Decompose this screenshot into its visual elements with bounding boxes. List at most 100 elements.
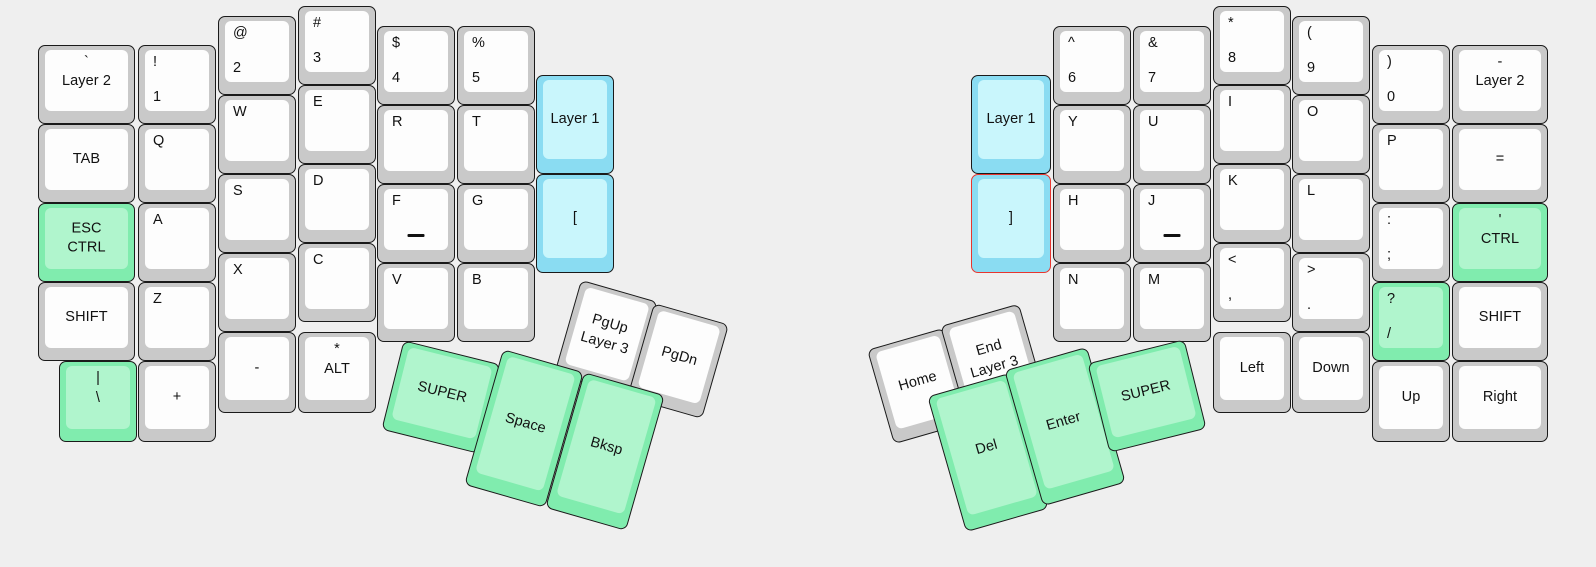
key-legend-top: Y [1068,114,1078,130]
key-key[interactable]: |\ [59,361,137,442]
key-h[interactable]: H [1053,184,1131,263]
key-legend-center: Bksp [588,433,625,459]
key-5[interactable]: %5 [457,26,535,105]
key-key[interactable]: + [138,361,216,442]
key-legend-top: % [472,35,485,51]
key-layer-2[interactable]: -Layer 2 [1452,45,1548,124]
key-ctrl[interactable]: 'CTRL [1452,203,1548,282]
key-shift[interactable]: SHIFT [1452,282,1548,361]
key-legend-bottom: 1 [153,89,162,106]
key-8[interactable]: *8 [1213,6,1291,85]
key-legend-top: P [1387,133,1397,149]
key-legend-center: SHIFT [1478,308,1522,325]
key-layer-1[interactable]: Layer 1 [536,75,614,174]
key-f[interactable]: F [377,184,455,263]
key-key[interactable]: - [218,332,296,413]
keycap: G [464,189,528,250]
key-legend-top: D [313,173,324,189]
key-legend-center: Down [1312,359,1350,376]
key-alt[interactable]: *ALT [298,332,376,413]
key-tab[interactable]: TAB [38,124,135,203]
key-n[interactable]: N [1053,263,1131,342]
key-key[interactable]: :; [1372,203,1450,282]
key-legend-top: & [1148,35,1158,51]
key-legend-center: ESC CTRL [67,219,106,256]
key-legend-bottom: / [1387,326,1392,343]
keycap: ESC CTRL [45,208,128,269]
key-key[interactable]: <, [1213,243,1291,322]
key-key[interactable]: ?/ [1372,282,1450,361]
key-legend-top: ) [1387,54,1392,70]
key-legend-bottom: 4 [392,70,401,87]
keycap: #3 [305,11,369,72]
key-legend-top: F [392,193,401,209]
key-legend-top: E [313,94,323,110]
key-s[interactable]: S [218,174,296,253]
keycap: <, [1220,248,1284,309]
key-z[interactable]: Z [138,282,216,361]
key-p[interactable]: P [1372,124,1450,203]
key-key[interactable]: = [1452,124,1548,203]
key-7[interactable]: &7 [1133,26,1211,105]
thumb-key-super[interactable]: SUPER [1087,339,1207,453]
key-legend-top: * [1228,15,1234,31]
key-t[interactable]: T [457,105,535,184]
keycap: W [225,100,289,161]
keycap: `Layer 2 [45,50,128,111]
key-a[interactable]: A [138,203,216,282]
key-legend-center: ALT [324,360,350,377]
key-legend-top: X [233,262,243,278]
keycap: @2 [225,21,289,82]
key-legend-top: W [233,104,247,120]
keycap: E [305,90,369,151]
key-0[interactable]: )0 [1372,45,1450,124]
key-key[interactable]: >. [1292,253,1370,332]
key-down[interactable]: Down [1292,332,1370,413]
key-layer-1[interactable]: Layer 1 [971,75,1051,174]
key-l[interactable]: L [1292,174,1370,253]
keycap: L [1299,179,1363,240]
key-b[interactable]: B [457,263,535,342]
key-v[interactable]: V [377,263,455,342]
key-w[interactable]: W [218,95,296,174]
key-g[interactable]: G [457,184,535,263]
key-i[interactable]: I [1213,85,1291,164]
key-o[interactable]: O [1292,95,1370,174]
keycap: C [305,248,369,309]
keycap: |\ [66,366,130,429]
key-key[interactable]: [ [536,174,614,273]
keycap: K [1220,169,1284,230]
key-left[interactable]: Left [1213,332,1291,413]
key-m[interactable]: M [1133,263,1211,342]
key-1[interactable]: !1 [138,45,216,124]
key-legend-bottom: 0 [1387,89,1396,106]
key-2[interactable]: @2 [218,16,296,95]
key-legend-center: Layer 1 [550,110,600,127]
key-esc-ctrl[interactable]: ESC CTRL [38,203,135,282]
key-up[interactable]: Up [1372,361,1450,442]
key-d[interactable]: D [298,164,376,243]
key-key[interactable]: ] [971,174,1051,273]
key-shift[interactable]: SHIFT [38,282,135,361]
key-r[interactable]: R [377,105,455,184]
key-legend-top: C [313,252,324,268]
key-q[interactable]: Q [138,124,216,203]
key-layer-2[interactable]: `Layer 2 [38,45,135,124]
key-c[interactable]: C [298,243,376,322]
keycap: ] [978,179,1044,258]
key-right[interactable]: Right [1452,361,1548,442]
key-9[interactable]: (9 [1292,16,1370,95]
key-x[interactable]: X [218,253,296,332]
key-j[interactable]: J [1133,184,1211,263]
key-4[interactable]: $4 [377,26,455,105]
key-e[interactable]: E [298,85,376,164]
key-u[interactable]: U [1133,105,1211,184]
key-legend-center: Left [1239,359,1265,376]
key-legend-top: ? [1387,291,1396,307]
key-y[interactable]: Y [1053,105,1131,184]
key-3[interactable]: #3 [298,6,376,85]
keycap: H [1060,189,1124,250]
key-k[interactable]: K [1213,164,1291,243]
key-6[interactable]: ^6 [1053,26,1131,105]
